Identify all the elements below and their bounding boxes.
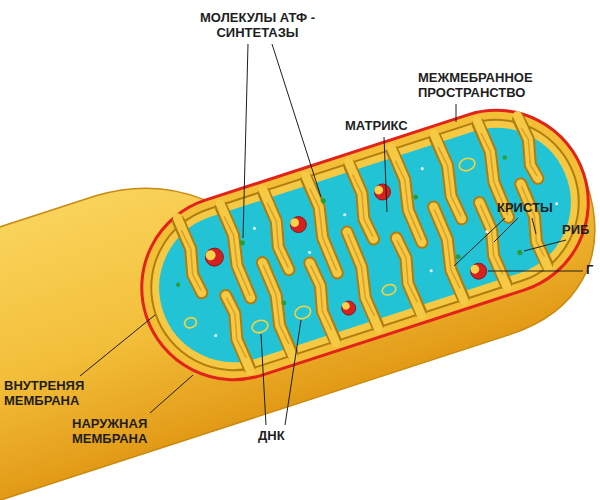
matrix-label: МАТРИКС (345, 118, 408, 133)
leader-line (285, 320, 301, 425)
matrix-dot (308, 251, 312, 255)
atp-synthase (281, 300, 287, 306)
dna-ring (293, 304, 312, 320)
leader-line (524, 240, 566, 251)
granule (340, 299, 358, 317)
leader-line (272, 44, 321, 197)
leader-line (454, 218, 505, 266)
dna-label: ДНК (258, 428, 285, 443)
granule-highlight (289, 217, 300, 228)
atp-synthase (320, 197, 327, 204)
ribosome (502, 155, 508, 161)
ribosome (517, 249, 524, 256)
granule-highlight (373, 185, 384, 196)
dna-ring (183, 316, 198, 329)
matrix-dot (555, 202, 559, 206)
atp-synthase (455, 254, 461, 260)
granules (200, 161, 488, 358)
outer-membrane (118, 86, 600, 403)
intermembrane-label: МЕЖМЕБРАННОЕ ПРОСТРАНСТВО (418, 70, 578, 100)
mitochondrion (0, 50, 600, 500)
granule (203, 246, 226, 269)
atp-synthase-label: МОЛЕКУЛЫ АТФ - СИНТЕТАЗЫ (190, 10, 325, 40)
cristae-fill (175, 107, 570, 378)
leader-line (150, 375, 193, 413)
dna-rings (163, 156, 506, 358)
leader-lines (80, 44, 583, 425)
leader-line (488, 271, 583, 272)
leader-line (80, 315, 155, 376)
leader-line (384, 137, 387, 212)
matrix-dot (420, 167, 424, 171)
cristae (175, 107, 570, 378)
atp-synthase (413, 194, 419, 200)
leader-line (243, 44, 248, 238)
ribosome (175, 282, 181, 288)
leader-line (494, 218, 518, 242)
matrix (135, 104, 594, 386)
dna-ring (381, 283, 397, 297)
inner-membrane-label: ВНУТРЕНЯЯ МЕМБРАНА (4, 378, 114, 408)
particles (164, 129, 569, 359)
cristae-core (179, 120, 566, 365)
dna-ring (251, 318, 270, 334)
matrix-dot (214, 334, 218, 338)
ribosome-label: РИБ (562, 222, 589, 237)
leader-line (261, 334, 266, 425)
atp-synthase (239, 240, 246, 247)
granule (372, 182, 392, 202)
matrix-dot (253, 226, 257, 230)
granule-highlight (204, 249, 217, 262)
leader-line (456, 104, 457, 122)
matrix-dot (343, 213, 347, 217)
dna-ring (458, 156, 477, 172)
granule-highlight (341, 301, 351, 311)
granule-label: Г (586, 262, 593, 277)
matrix-dot (485, 230, 489, 234)
leader-line (532, 218, 536, 234)
outer-membrane-label: НАРУЖНАЯ МЕМБРАНА (72, 416, 182, 446)
inner-membrane-edge (135, 104, 594, 386)
outer-body (0, 50, 600, 500)
granule (288, 214, 308, 234)
matrix-dot (429, 269, 433, 273)
granule-highlight (469, 264, 480, 275)
granule (469, 261, 489, 281)
cristae-label: КРИСТЫ (497, 200, 553, 215)
